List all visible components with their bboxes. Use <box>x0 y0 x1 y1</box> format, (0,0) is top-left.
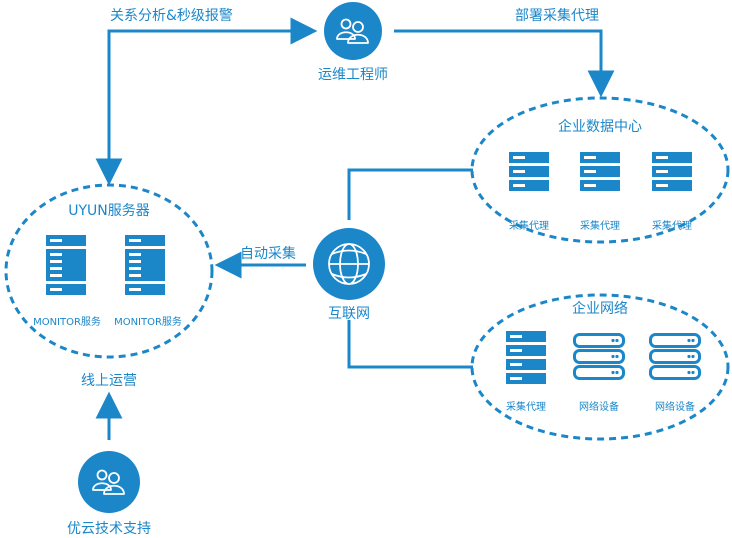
edge-internet-to-datacenter <box>347 168 473 220</box>
engineer-label: 运维工程师 <box>318 67 388 83</box>
network-group-title: 企业网络 <box>572 301 628 317</box>
network-group-outline <box>470 293 730 441</box>
server-icon <box>509 152 549 191</box>
network-item-label: 网络设备 <box>655 402 695 413</box>
internet-label: 互联网 <box>328 306 370 322</box>
uyun-group-caption: 线上运营 <box>81 373 137 389</box>
datacenter-group-outline <box>470 96 730 244</box>
globe-icon <box>328 243 370 285</box>
uyun-item-label: MONITOR服务 <box>33 317 101 328</box>
edge-label-auto-collect: 自动采集 <box>240 246 296 262</box>
datacenter-item-label: 采集代理 <box>509 221 549 232</box>
server-icon <box>580 152 620 191</box>
uyun-item-label: MONITOR服务 <box>114 317 182 328</box>
datacenter-item-label: 采集代理 <box>652 221 692 232</box>
edge-engineer-to-uyun <box>95 17 318 186</box>
edge-engineer-to-datacenter <box>394 29 615 98</box>
server-icon <box>125 235 165 274</box>
uyun-group-outline <box>4 183 214 359</box>
support-label: 优云技术支持 <box>67 521 151 537</box>
server-icon <box>652 152 692 191</box>
server-icon <box>46 256 86 295</box>
datacenter-item-label: 采集代理 <box>580 221 620 232</box>
network-device-icon <box>573 333 625 380</box>
server-icon <box>46 235 86 274</box>
network-device-icon <box>649 333 701 380</box>
server-icon <box>125 256 165 295</box>
edge-label-analysis-alert: 关系分析&秒级报警 <box>110 8 233 24</box>
datacenter-group-title: 企业数据中心 <box>558 119 642 135</box>
edge-internet-to-network <box>347 320 473 369</box>
network-item-label: 采集代理 <box>506 402 546 413</box>
engineer-node-circle <box>324 2 382 60</box>
uyun-group-title: UYUN服务器 <box>68 203 150 219</box>
support-node-circle <box>78 451 140 513</box>
edge-label-deploy-agent: 部署采集代理 <box>515 8 599 24</box>
network-item-label: 网络设备 <box>579 402 619 413</box>
server-icon <box>506 345 546 384</box>
